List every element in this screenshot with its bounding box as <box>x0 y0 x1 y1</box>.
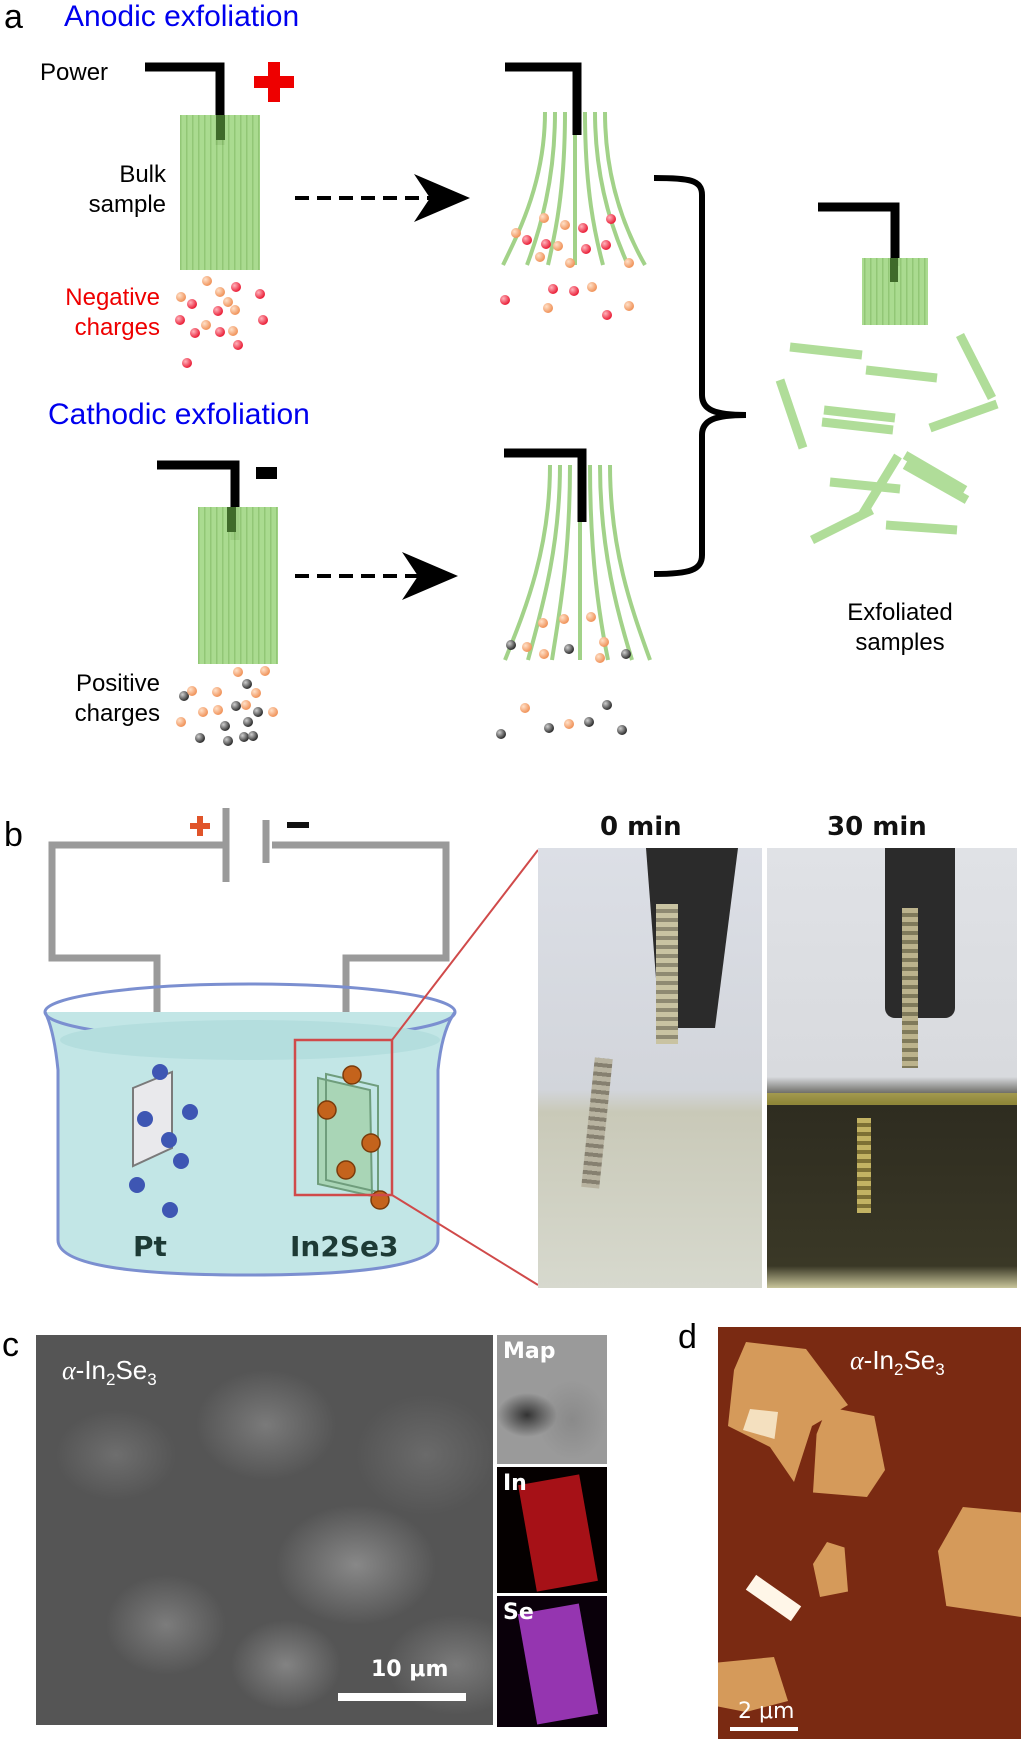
edx-in-label: In <box>503 1471 527 1496</box>
pt-label: Pt <box>133 1230 167 1263</box>
negative-charges-icon <box>175 276 268 368</box>
anodic-released-charges-icon <box>500 213 634 320</box>
clip-icon <box>885 848 955 1018</box>
positive-charges-label: Positive charges <box>40 669 160 729</box>
panel-c-letter: c <box>2 1326 19 1364</box>
negative-charges-label: Negative charges <box>40 283 160 343</box>
afm-formula-label: α-In2Se3 <box>850 1345 945 1380</box>
anodic-exfoliation-title: Anodic exfoliation <box>64 0 300 33</box>
anodic-bulk-sample-icon <box>180 115 260 270</box>
bulk-sample-label: Bulk sample <box>70 160 166 220</box>
afm-scale-label: 2 μm <box>738 1699 795 1724</box>
exfoliated-flakes-icon <box>775 332 999 545</box>
plus-sign-icon <box>254 62 294 102</box>
exfoliation-schematic <box>145 62 999 746</box>
panel-b-letter: b <box>4 816 23 854</box>
sem-scale-label: 10 μm <box>371 1657 449 1682</box>
positive-charges-icon <box>176 666 278 746</box>
brace-icon <box>653 175 747 577</box>
edx-se-image: Se <box>497 1596 607 1727</box>
panel-d-letter: d <box>678 1318 697 1356</box>
electron-icon <box>129 1064 198 1218</box>
exfoliated-samples-label: Exfoliated samples <box>820 598 980 658</box>
power-label: Power <box>40 59 109 86</box>
cathodic-released-charges-icon <box>496 612 631 739</box>
photo-0min-label: 0 min <box>600 812 682 842</box>
sem-formula-label: α-In2Se3 <box>62 1355 157 1390</box>
negative-line2: charges <box>74 314 160 341</box>
positive-line1: Positive <box>75 670 160 697</box>
sem-image: α-In2Se3 10 μm <box>36 1335 493 1725</box>
edx-map-label: Map <box>503 1339 556 1364</box>
afm-scale-bar <box>730 1727 798 1731</box>
exfoliated-line1: Exfoliated <box>847 599 953 626</box>
electrochemical-cell-diagram <box>43 808 539 1286</box>
panel-a-letter: a <box>4 0 23 36</box>
sem-scale-bar <box>338 1693 466 1701</box>
edx-map-image: Map <box>497 1335 607 1464</box>
edx-in-image: In <box>497 1467 607 1593</box>
zoom-region-box <box>293 1038 394 1197</box>
battery-plus-icon <box>190 816 210 836</box>
bulk-label-line2: sample <box>88 191 166 218</box>
cathodic-bulk-sample-icon <box>198 507 278 664</box>
in2se3-label: In2Se3 <box>290 1230 399 1263</box>
photo-30min-label: 30 min <box>827 812 927 842</box>
circuit-wire-icon <box>48 841 450 1060</box>
positive-line2: charges <box>74 700 160 727</box>
sample-strip-icon <box>656 904 678 1044</box>
photo-0min <box>538 848 762 1288</box>
afm-image: α-In2Se3 2 μm <box>718 1327 1021 1739</box>
edx-se-label: Se <box>503 1600 534 1625</box>
cathodic-exfoliation-title: Cathodic exfoliation <box>48 398 310 431</box>
anodic-exfoliating-sample-icon <box>501 111 647 266</box>
bulk-label-line1: Bulk <box>119 161 166 188</box>
photo-30min <box>767 848 1017 1288</box>
negative-line1: Negative <box>65 284 160 311</box>
minus-sign-icon <box>256 467 277 479</box>
exfoliated-line2: samples <box>855 629 945 656</box>
battery-minus-icon <box>287 822 309 828</box>
